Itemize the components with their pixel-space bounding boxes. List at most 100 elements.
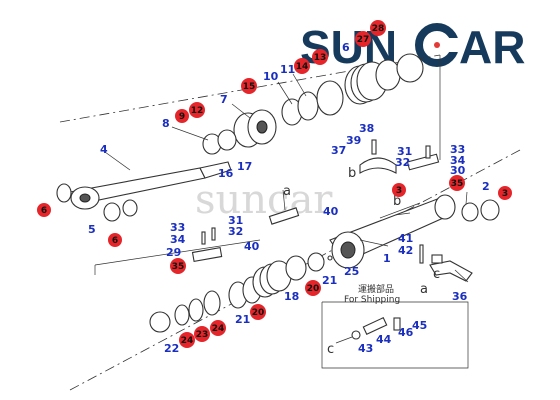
callout-marker (355, 31, 371, 47)
callout-b44: 44 (376, 333, 392, 346)
callout-b6top: 6 (342, 41, 350, 54)
callout-marker (241, 78, 257, 94)
callout-r6a: 6 (37, 203, 51, 217)
callout-marker (189, 102, 205, 118)
callout-r6b: 6 (108, 233, 122, 247)
piston-rod-part (69, 161, 232, 210)
callout-b11: 11 (280, 63, 295, 76)
callout-b1: 1 (383, 252, 391, 265)
callout-marker (179, 332, 195, 348)
callout-number: 3 (396, 186, 402, 196)
gland-seals-part (149, 252, 333, 333)
callout-marker (250, 304, 266, 320)
callout-number: 35 (451, 179, 464, 189)
ref-b-mid: b (393, 194, 401, 209)
callout-marker (294, 58, 310, 74)
callout-b30: 30 (450, 164, 466, 177)
piston-part (202, 109, 277, 155)
rod-bushing-part (56, 183, 138, 222)
callout-r15: 15 (241, 78, 257, 94)
part-callouts: 4578101116171218212122252930313132323333… (37, 20, 512, 355)
callout-marker (370, 20, 386, 36)
callout-b33a: 33 (170, 221, 185, 234)
brand-c-ring-icon (415, 23, 460, 67)
for-shipping-box: 運搬部品 For Shipping (321, 283, 469, 369)
callout-b8: 8 (162, 117, 170, 130)
callout-b18: 18 (284, 290, 299, 303)
callout-marker (305, 280, 321, 296)
callout-b21b: 21 (322, 274, 337, 287)
callout-marker (194, 326, 210, 342)
callout-r35a: 35 (449, 175, 465, 191)
cylinder-tube-part (329, 194, 500, 269)
bracket-left-part (191, 207, 300, 262)
callout-r35b: 35 (170, 258, 186, 274)
callout-b31a: 31 (228, 214, 243, 227)
callout-number: 9 (179, 112, 185, 122)
callout-b31b: 31 (397, 145, 412, 158)
callout-marker (312, 49, 328, 65)
callout-b4: 4 (100, 143, 108, 156)
callout-r24a: 24 (179, 332, 195, 348)
callout-b16: 16 (218, 167, 234, 180)
callout-number: 6 (112, 236, 118, 246)
piston-rings-part (281, 53, 424, 126)
callout-b34a: 34 (170, 233, 186, 246)
callout-b41: 41 (398, 232, 413, 245)
ref-a-low: a (420, 282, 428, 297)
callout-b39: 39 (346, 134, 361, 147)
callout-marker (449, 175, 465, 191)
callout-number: 13 (314, 53, 327, 63)
callout-r12: 12 (189, 102, 205, 118)
ref-a-top: a (283, 184, 291, 199)
callout-r20b: 20 (305, 280, 321, 296)
callout-number: 12 (191, 106, 204, 116)
callout-b21a: 21 (235, 313, 250, 326)
callout-r14: 14 (294, 58, 310, 74)
callout-number: 20 (307, 284, 320, 294)
callout-r20a: 20 (250, 304, 266, 320)
callout-number: 27 (357, 35, 370, 45)
callout-b32b: 32 (395, 156, 410, 169)
callout-b17: 17 (237, 160, 252, 173)
callout-marker (108, 233, 122, 247)
callout-marker (175, 109, 189, 123)
callout-r28: 28 (370, 20, 386, 36)
callout-marker (37, 203, 51, 217)
callout-b10: 10 (263, 70, 279, 83)
callout-number: 24 (181, 336, 194, 346)
callout-number: 24 (212, 324, 225, 334)
callout-number: 6 (41, 206, 47, 216)
watermark: suncar (195, 177, 333, 223)
callout-r3a: 3 (392, 183, 406, 197)
callout-b38: 38 (359, 122, 374, 135)
leader-lines (104, 73, 469, 283)
callout-number: 23 (196, 330, 209, 340)
mount-bracket-part (419, 244, 473, 282)
callout-b42: 42 (398, 244, 413, 257)
callout-number: 28 (372, 24, 385, 34)
callout-number: 35 (172, 262, 185, 272)
callout-number: 20 (252, 308, 265, 318)
callout-marker (392, 183, 406, 197)
callout-b45: 45 (412, 319, 427, 332)
callout-b33b: 33 (450, 143, 465, 156)
callout-b40b: 40 (323, 205, 339, 218)
shipping-note-jp: 運搬部品 (358, 283, 394, 295)
callout-r23: 23 (194, 326, 210, 342)
frame-line (94, 239, 261, 266)
callout-r13: 13 (312, 49, 328, 65)
callout-number: 3 (502, 189, 508, 199)
ref-c-box: c (327, 342, 334, 357)
callout-r27: 27 (355, 31, 371, 47)
callout-number: 15 (243, 82, 256, 92)
callout-r3b: 3 (498, 186, 512, 200)
callout-b40a: 40 (244, 240, 260, 253)
callout-b34b: 34 (450, 154, 466, 167)
callout-marker (170, 258, 186, 274)
callout-marker (210, 320, 226, 336)
callout-b7: 7 (220, 93, 228, 106)
callout-b32a: 32 (228, 225, 243, 238)
ref-b-top: b (348, 166, 356, 181)
